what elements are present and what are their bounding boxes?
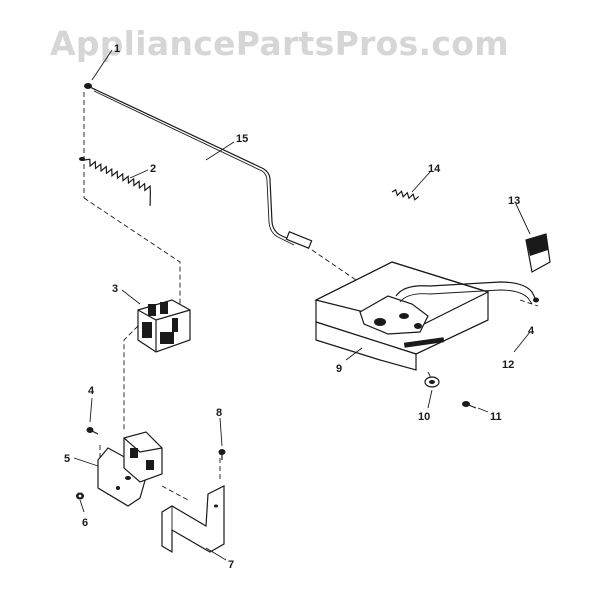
part-8-screw — [218, 449, 226, 460]
part-4-screw-left — [86, 427, 99, 435]
alignment-dash-right — [519, 299, 539, 307]
callout-4-right: 4 — [528, 325, 535, 337]
alignment-dash-washer — [427, 371, 433, 381]
part-14-spring — [391, 188, 420, 201]
callout-1: 1 — [114, 43, 120, 55]
alignment-dash-rod — [311, 249, 357, 281]
callout-3: 3 — [112, 283, 118, 295]
callout-4-left: 4 — [88, 385, 95, 397]
callout-10: 10 — [418, 411, 430, 423]
callout-9: 9 — [336, 363, 342, 375]
part-13-cap — [525, 233, 551, 273]
callout-15: 15 — [236, 133, 248, 145]
part-7-z-bracket — [161, 485, 225, 554]
part-3-switch — [137, 299, 191, 353]
callout-leaders — [73, 49, 531, 561]
part-6-screw — [76, 492, 84, 500]
callout-7: 7 — [228, 559, 234, 571]
callout-12: 12 — [502, 359, 514, 371]
part-15-linkage-rod — [91, 87, 313, 249]
callout-2: 2 — [150, 163, 156, 175]
callout-14: 14 — [428, 163, 441, 175]
part-11-screw — [462, 401, 477, 409]
part-5-bracket-plate — [97, 431, 163, 507]
part-10-washer — [424, 376, 440, 388]
callout-13: 13 — [508, 195, 520, 207]
part-9-mounting-plate — [314, 261, 539, 371]
callout-5: 5 — [64, 453, 70, 465]
callout-6: 6 — [82, 517, 88, 529]
part-2-spring — [79, 157, 151, 206]
watermark-text: AppliancePartsPros.com — [50, 24, 509, 63]
callout-8: 8 — [216, 407, 222, 419]
callout-11: 11 — [490, 411, 502, 423]
